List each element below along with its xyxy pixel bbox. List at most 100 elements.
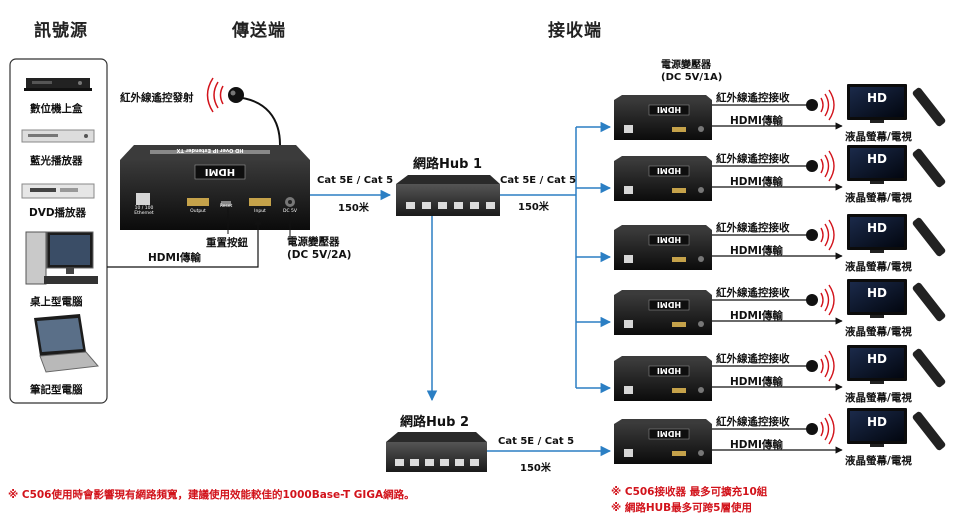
note-bandwidth: ※ C506使用時會影響現有網路頻寬，建議使用效能較佳的1000Base-T G… <box>8 489 415 501</box>
source-label-desktop: 桌上型電腦 <box>30 296 83 308</box>
remote-control-icon <box>912 148 946 188</box>
source-panel <box>9 58 108 404</box>
rx6-tv-badge: HD <box>866 415 887 429</box>
rx4-tv-badge: HD <box>866 286 887 300</box>
receiver-unit <box>614 145 946 201</box>
tv-icon <box>847 408 907 447</box>
ir-wave-icon <box>820 89 835 121</box>
source-label-stb: 數位機上盒 <box>30 103 83 115</box>
ir-receiver-icon <box>806 360 818 372</box>
receiver-unit <box>614 345 946 401</box>
laptop-icon <box>34 314 99 373</box>
tx-ir-label: 紅外線遙控發射 <box>120 92 194 104</box>
rx3-hdmi-label: HDMI傳輸 <box>730 245 783 257</box>
tv-icon <box>847 145 907 184</box>
remote-control-icon <box>912 282 946 322</box>
ir-emitter-icon <box>228 87 244 103</box>
tx-port-ethernet: 10 / 100 Ethernet <box>134 206 154 216</box>
hub2-device <box>386 432 487 472</box>
receiver-unit <box>614 214 946 270</box>
rx6-hdmi-label: HDMI傳輸 <box>730 439 783 451</box>
rx3-tv-badge: HD <box>866 221 887 235</box>
rx3-ir-label: 紅外線遙控接收 <box>716 222 790 234</box>
rx5-tv-badge: HD <box>866 352 887 366</box>
ir-wave-icon <box>206 77 224 113</box>
rx4-ir-label: 紅外線遙控接收 <box>716 287 790 299</box>
rx5-hdmi-label: HDMI傳輸 <box>730 376 783 388</box>
rx3-display-label: 液晶螢幕/電視 <box>845 261 912 273</box>
rx2-ir-label: 紅外線遙控接收 <box>716 153 790 165</box>
tv-icon <box>847 279 907 318</box>
tx-hdmi-label: HDMI傳輸 <box>148 252 201 264</box>
rx-power-label: 電源變壓器 (DC 5V/1A) <box>661 60 723 83</box>
rx4-display-label: 液晶螢幕/電視 <box>845 326 912 338</box>
rx2-tv-badge: HD <box>866 152 887 166</box>
tx-port-reset: Reset <box>219 204 233 209</box>
ir-emitter-cable <box>235 96 281 146</box>
note-cascade: ※ 網路HUB最多可跨5層使用 <box>611 502 752 514</box>
desktop-computer-icon <box>25 231 98 285</box>
rx6-hdmi-logo: HDMI <box>656 429 682 438</box>
hdmi-input-line <box>107 217 262 268</box>
rx5-hdmi-logo: HDMI <box>656 366 682 375</box>
receiver-header: 接收端 <box>548 21 602 41</box>
ir-receiver-icon <box>806 160 818 172</box>
link3-cable-label: Cat 5E / Cat 5 <box>498 436 575 447</box>
rx6-ir-label: 紅外線遙控接收 <box>716 416 790 428</box>
transmitter-device <box>120 145 310 230</box>
tx-port-dc: DC 5V <box>283 209 297 214</box>
remote-control-icon <box>912 217 946 257</box>
tx-port-output: Output <box>190 209 206 214</box>
bluray-player-icon <box>21 129 95 143</box>
tx-model-text: HD Over IP Extender TX <box>176 147 244 153</box>
tx-power-label: 電源變壓器 (DC 5V/2A) <box>287 236 352 261</box>
tx-port-input: Input <box>254 209 266 214</box>
ir-receiver-icon <box>806 423 818 435</box>
tx-reset-label: 重置按鈕 <box>206 237 248 249</box>
hub2-title: 網路Hub 2 <box>400 415 470 430</box>
rx1-display-label: 液晶螢幕/電視 <box>845 131 912 143</box>
hub1-title: 網路Hub 1 <box>413 157 483 172</box>
note-expand: ※ C506接收器 最多可擴充10組 <box>611 486 768 498</box>
ir-receiver-icon <box>806 294 818 306</box>
ir-wave-icon <box>820 413 835 445</box>
rx4-hdmi-label: HDMI傳輸 <box>730 310 783 322</box>
transmitter-header: 傳送端 <box>232 21 286 41</box>
source-label-dvd: DVD播放器 <box>29 207 87 219</box>
link2-cable-label: Cat 5E / Cat 5 <box>500 175 577 186</box>
source-label-laptop: 筆記型電腦 <box>30 384 83 396</box>
link2-distance-label: 150米 <box>518 202 549 213</box>
receiver-unit <box>614 84 946 140</box>
source-label-bluray: 藍光播放器 <box>30 155 83 167</box>
rx1-hdmi-logo: HDMI <box>656 105 682 114</box>
hub1-device <box>396 175 500 216</box>
source-header: 訊號源 <box>34 21 88 41</box>
receiver-unit <box>614 279 946 335</box>
tv-icon <box>847 84 907 123</box>
rx1-tv-badge: HD <box>866 91 887 105</box>
rx1-hdmi-label: HDMI傳輸 <box>730 115 783 127</box>
dvd-player-icon <box>21 183 95 199</box>
rx-feed-links <box>576 121 612 394</box>
tx-hdmi-logo: HDMI <box>204 166 236 177</box>
receiver-unit <box>614 408 946 464</box>
rx3-hdmi-logo: HDMI <box>656 235 682 244</box>
tv-icon <box>847 214 907 253</box>
rx2-display-label: 液晶螢幕/電視 <box>845 192 912 204</box>
rx4-hdmi-logo: HDMI <box>656 300 682 309</box>
tv-icon <box>847 345 907 384</box>
rx6-display-label: 液晶螢幕/電視 <box>845 455 912 467</box>
link3-distance-label: 150米 <box>520 463 551 474</box>
ir-wave-icon <box>820 219 835 251</box>
remote-control-icon <box>912 87 946 127</box>
rx2-hdmi-logo: HDMI <box>656 166 682 175</box>
remote-control-icon <box>912 411 946 451</box>
rx2-hdmi-label: HDMI傳輸 <box>730 176 783 188</box>
rx1-ir-label: 紅外線遙控接收 <box>716 92 790 104</box>
rx5-display-label: 液晶螢幕/電視 <box>845 392 912 404</box>
ir-wave-icon <box>820 284 835 316</box>
ir-wave-icon <box>820 350 835 382</box>
ir-wave-icon <box>820 150 835 182</box>
rx5-ir-label: 紅外線遙控接收 <box>716 353 790 365</box>
